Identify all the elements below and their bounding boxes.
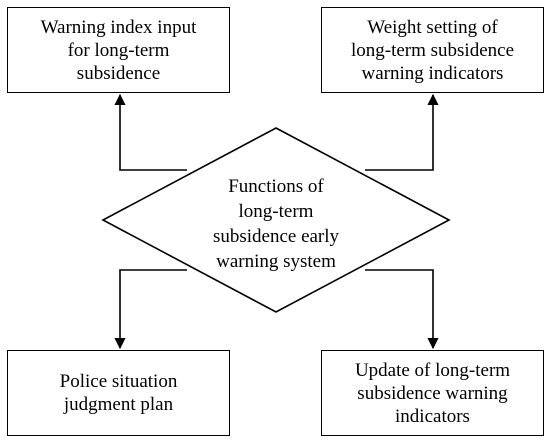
box-weight-setting-label: Weight setting of long-term subsidence w… <box>350 16 515 84</box>
box-update-indicators: Update of long-term subsidence warning i… <box>321 350 544 436</box>
box-update-indicators-label: Update of long-term subsidence warning i… <box>354 359 511 427</box>
box-warning-index-input-label: Warning index input for long-term subsid… <box>40 16 197 84</box>
box-warning-index-input: Warning index input for long-term subsid… <box>7 7 230 93</box>
box-police-situation-plan: Police situation judgment plan <box>7 350 230 436</box>
connector-to-top-right <box>365 93 439 171</box>
connector-to-bottom-right <box>365 269 439 350</box>
box-weight-setting: Weight setting of long-term subsidence w… <box>321 7 544 93</box>
box-police-situation-plan-label: Police situation judgment plan <box>59 371 178 415</box>
connector-to-top-left <box>114 93 187 171</box>
connector-to-bottom-left <box>114 269 187 350</box>
center-diamond-label: Functions of long-term subsidence early … <box>212 176 340 272</box>
center-diamond-label-wrap: Functions of long-term subsidence early … <box>160 168 392 280</box>
center-diamond <box>101 127 451 313</box>
